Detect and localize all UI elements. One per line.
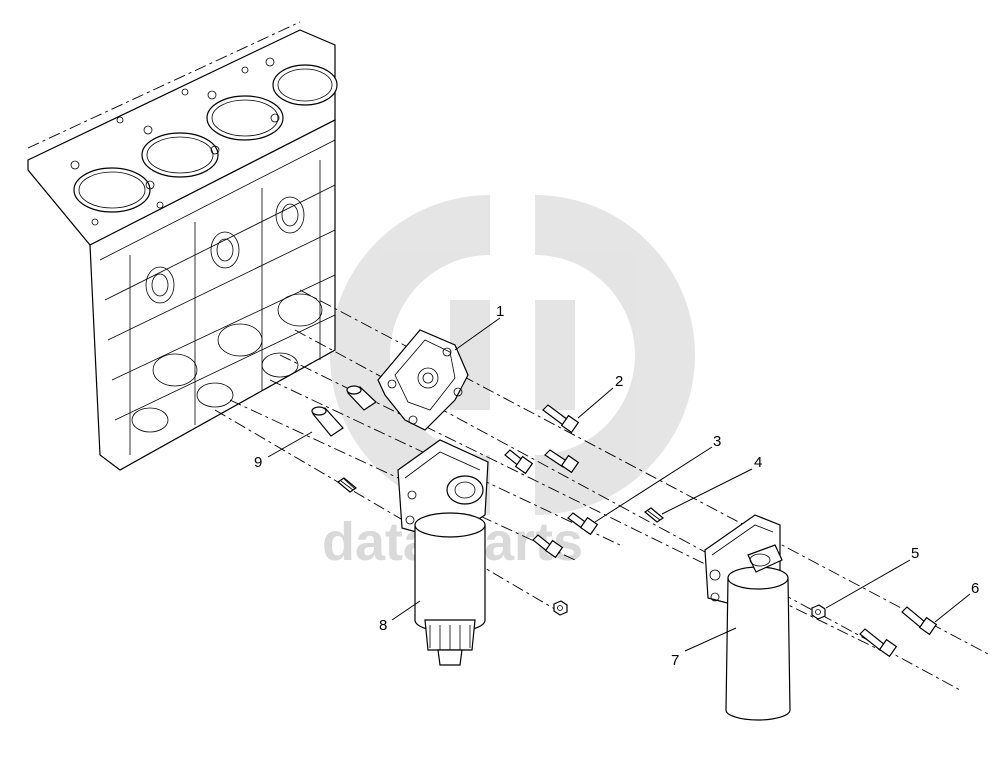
oil-filter-assembly	[704, 514, 791, 721]
callout-6: 6	[971, 580, 979, 597]
watermark-logo	[330, 195, 695, 515]
bolts	[504, 404, 938, 658]
fuel-filter-assembly	[397, 439, 489, 666]
callout-3: 3	[713, 433, 721, 450]
spacer-lower	[311, 406, 344, 437]
callout-8: 8	[379, 617, 387, 634]
callout-7: 7	[671, 652, 679, 669]
spacer-upper	[346, 385, 377, 411]
watermark: data-parts	[322, 195, 695, 572]
callout-labels: 1 2 3 4 5 6 7 8 9	[254, 303, 979, 669]
callout-5: 5	[911, 545, 919, 562]
stud-left	[336, 477, 358, 493]
mounting-bracket	[377, 329, 469, 431]
callout-9: 9	[254, 454, 262, 471]
callout-1: 1	[496, 303, 504, 320]
callout-2: 2	[615, 373, 623, 390]
stud-right	[643, 507, 665, 523]
nuts	[553, 600, 826, 620]
engine-block	[27, 21, 338, 471]
leader-lines	[267, 317, 971, 652]
callout-4: 4	[754, 454, 762, 471]
